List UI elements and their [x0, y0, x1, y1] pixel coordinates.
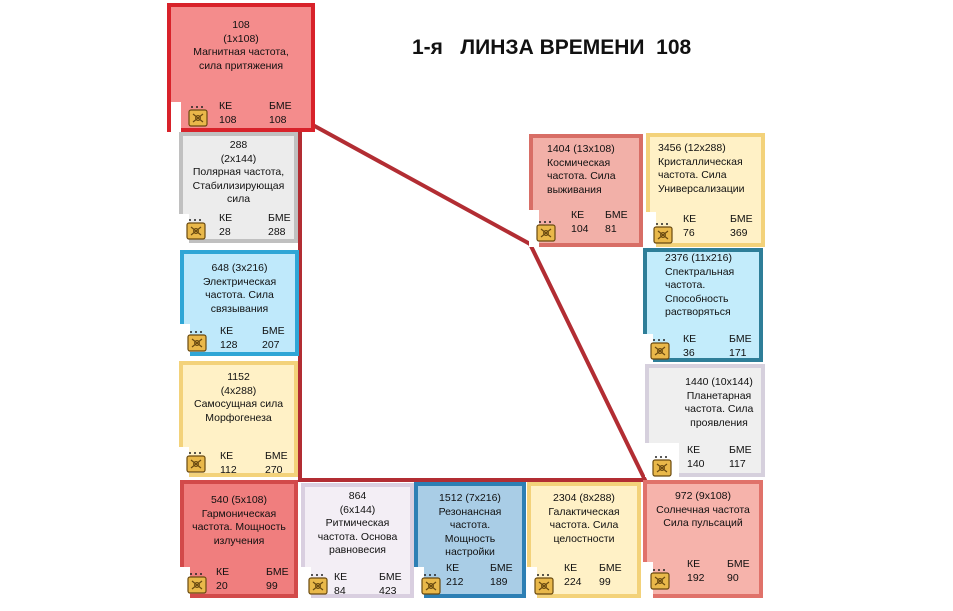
cell-bme: БМЕ 189: [490, 562, 513, 588]
cell-bme: БМЕ 90: [727, 558, 750, 584]
cell-ke: КЕ 112: [220, 450, 237, 476]
cell-ke: КЕ 212: [446, 562, 464, 588]
glyph-icon: [307, 573, 329, 595]
cell-1: 108 (1х108) Магнитная частота, сила прит…: [167, 3, 315, 132]
cell-text: 2304 (8х288) Галактическая частота. Сила…: [548, 492, 620, 545]
cell-bme: БМЕ 207: [262, 325, 285, 351]
cell-notch: [643, 334, 653, 362]
cell-12: 3456 (12х288) Кристаллическая частота. С…: [646, 133, 765, 247]
glyph-icon: [535, 220, 557, 242]
cell-notch: [414, 567, 424, 598]
cell-bme: БМЕ 288: [268, 212, 291, 238]
cell-text: 2376 (11х216) Спектральная частота. Спос…: [665, 252, 735, 318]
cell-ke: КЕ 140: [687, 444, 705, 470]
cell-notch: [527, 567, 537, 598]
glyph-icon: [186, 572, 208, 594]
cell-ke: КЕ 104: [571, 209, 589, 235]
glyph-icon: [185, 451, 207, 473]
cell-notch: [180, 567, 190, 598]
cell-text: 972 (9х108) Солнечная частота Сила пульс…: [656, 490, 750, 529]
cell-5: 540 (5х108) Гармоническая частота. Мощно…: [180, 480, 298, 598]
cell-text: 3456 (12х288) Кристаллическая частота. С…: [658, 142, 745, 195]
glyph-icon: [649, 568, 671, 590]
cell-text: 108 (1х108) Магнитная частота, сила прит…: [193, 19, 289, 72]
cell-ke: КЕ 108: [219, 100, 237, 126]
cell-notch: [171, 102, 181, 132]
cell-bme: БМЕ 108: [269, 100, 292, 126]
cell-notch: [179, 447, 189, 477]
cell-11: 2376 (11х216) Спектральная частота. Спос…: [643, 248, 763, 362]
cell-notch: [646, 212, 656, 247]
cell-2: 288 (2х144) Полярная частота, Стабилизир…: [179, 132, 298, 243]
cell-bme: БМЕ 117: [729, 444, 752, 470]
cell-3: 648 (3х216) Электрическая частота. Сила …: [180, 250, 299, 356]
glyph-icon: [651, 455, 673, 477]
cell-notch: [179, 214, 189, 243]
cell-notch: [180, 324, 190, 356]
cell-ke: КЕ 20: [216, 566, 230, 592]
glyph-icon: [649, 338, 671, 360]
cell-bme: БМЕ 270: [265, 450, 288, 476]
cell-ke: КЕ 128: [220, 325, 238, 351]
glyph-icon: [186, 330, 208, 352]
cell-bme: БМЕ 99: [266, 566, 289, 592]
cell-text: 864 (6х144) Ритмическая частота. Основа …: [317, 490, 398, 556]
page-title: 1-я ЛИНЗА ВРЕМЕНИ 108: [412, 36, 692, 59]
cell-ke: КЕ 192: [687, 558, 705, 584]
cell-13: 1404 (13х108) Космическая частота. Сила …: [529, 134, 643, 247]
glyph-icon: [187, 105, 209, 127]
cell-text: 1512 (7х216) Резонансная частота. Мощнос…: [438, 492, 502, 558]
glyph-icon: [533, 573, 555, 595]
cell-text: 648 (3х216) Электрическая частота. Сила …: [202, 262, 277, 315]
cell-9: 972 (9х108) Солнечная частота Сила пульс…: [643, 480, 763, 598]
cell-text: 1404 (13х108) Космическая частота. Сила …: [547, 143, 616, 196]
cell-ke: КЕ 36: [683, 333, 697, 359]
cell-notch: [529, 210, 539, 247]
cell-8: 2304 (8х288) Галактическая частота. Сила…: [527, 482, 641, 598]
cell-notch: [301, 567, 311, 598]
cell-4: 1152 (4х288) Самосущная сила Морфогенеза…: [179, 361, 298, 477]
glyph-icon: [652, 222, 674, 244]
cell-notch: [643, 562, 653, 598]
cell-7: 1512 (7х216) Резонансная частота. Мощнос…: [414, 482, 526, 598]
cell-bme: БМЕ 171: [729, 333, 752, 359]
cell-ke: КЕ 224: [564, 562, 582, 588]
cell-bme: БМЕ 99: [599, 562, 622, 588]
cell-bme: БМЕ 369: [730, 213, 753, 239]
cell-bme: БМЕ 81: [605, 209, 628, 235]
cell-10: 1440 (10х144) Планетарная частота. Сила …: [645, 364, 765, 477]
cell-text: 288 (2х144) Полярная частота, Стабилизир…: [192, 139, 285, 205]
cell-ke: КЕ 84: [334, 571, 348, 597]
cell-ke: КЕ 28: [219, 212, 233, 238]
glyph-icon: [420, 573, 442, 595]
glyph-icon: [185, 218, 207, 240]
cell-text: 1440 (10х144) Планетарная частота. Сила …: [684, 376, 754, 429]
cell-text: 1152 (4х288) Самосущная сила Морфогенеза: [193, 371, 284, 424]
cell-text: 540 (5х108) Гармоническая частота. Мощно…: [192, 494, 286, 547]
cell-6: 864 (6х144) Ритмическая частота. Основа …: [301, 483, 414, 598]
cell-bme: БМЕ 423: [379, 571, 402, 597]
cell-ke: КЕ 76: [683, 213, 697, 239]
